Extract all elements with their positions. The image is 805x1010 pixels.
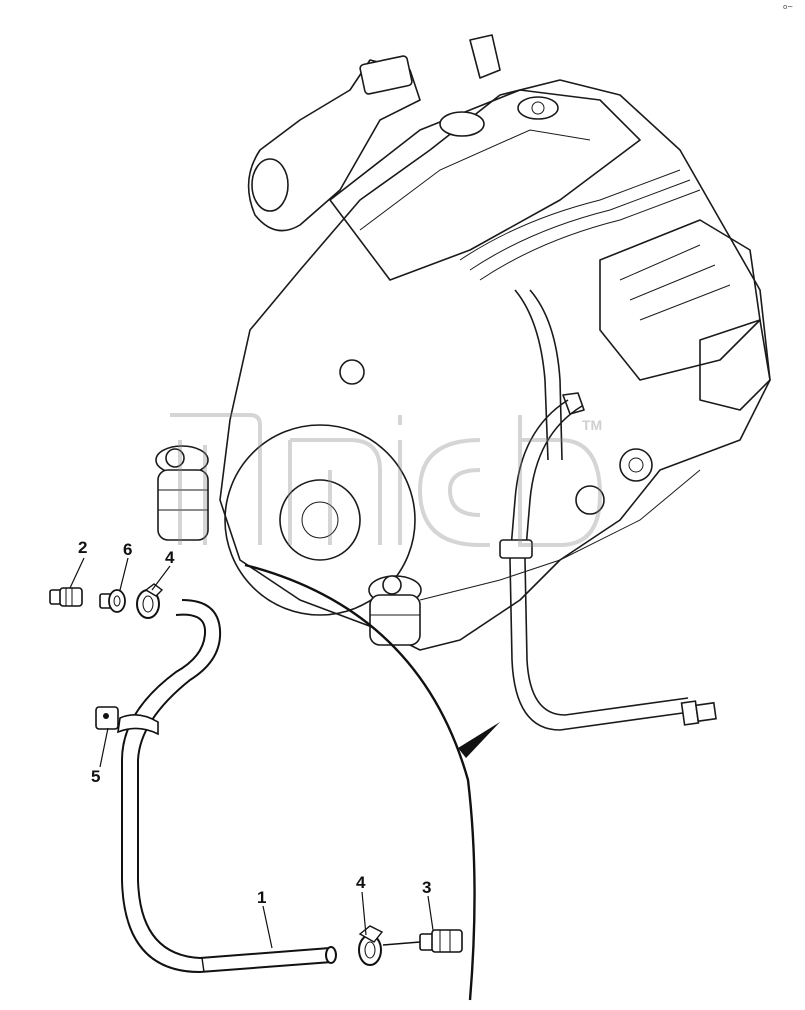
- fitting-part-3: [382, 929, 463, 953]
- callout-label-1: 1: [257, 888, 266, 907]
- assembly-arc: [244, 563, 500, 1001]
- callout-label-6: 6: [123, 540, 132, 559]
- washer-part-6: [99, 589, 126, 613]
- callout-label-5: 5: [91, 767, 100, 786]
- fitting-part-2: [49, 587, 83, 607]
- callout-label-4-lower: 4: [356, 873, 366, 892]
- hose-part-1: [121, 599, 337, 974]
- engine-assembly: [155, 34, 771, 651]
- hose-clip-part-5: [95, 706, 159, 736]
- engine-connected-hose: [499, 392, 717, 731]
- callout-label-2: 2: [78, 538, 87, 557]
- corner-mark: o~: [783, 3, 793, 11]
- watermark: TM: [170, 413, 602, 547]
- hose-clamp-part-4-lower: [358, 925, 384, 966]
- watermark-tm: TM: [582, 417, 602, 433]
- engine-mount-right: [368, 575, 422, 646]
- callout-leaders: [69, 557, 434, 949]
- callout-labels: 2 6 4 5 1 4 3: [78, 538, 431, 907]
- hose-clamp-part-4-upper: [136, 583, 164, 619]
- callout-label-3: 3: [422, 878, 431, 897]
- callout-label-4-upper: 4: [165, 548, 175, 567]
- arc-arrowhead: [458, 722, 500, 758]
- engine-mount-left: [155, 445, 209, 541]
